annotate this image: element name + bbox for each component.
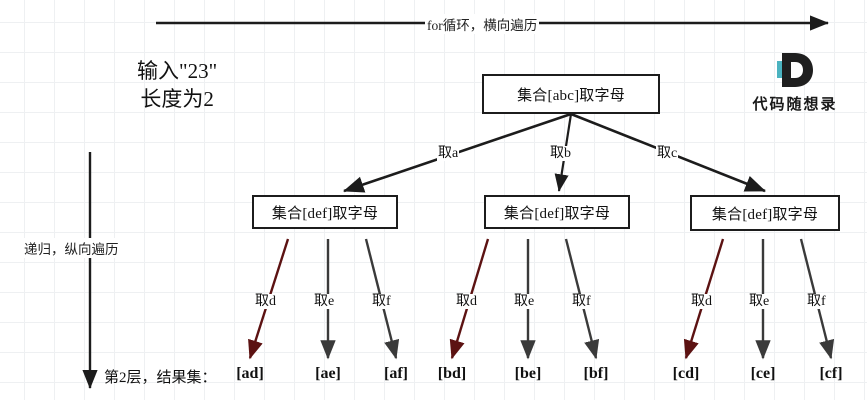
brand-name: 代码随想录 <box>752 97 838 113</box>
edge-label-take-e-1: 取e <box>313 294 336 310</box>
edge-label-take-e-3: 取e <box>748 294 771 310</box>
edge-label-take-d-2: 取d <box>455 294 478 310</box>
tree-node-level2-3[interactable]: 集合[def]取字母 <box>690 195 840 231</box>
result-item-ad: [ad] <box>236 365 264 382</box>
tree-node-level2-2-label: 集合[def]取字母 <box>503 205 611 222</box>
edge-label-take-f-1: 取f <box>371 294 392 310</box>
edge-label-take-d-3: 取d <box>690 294 713 310</box>
vertical-recursion-label: 递归，纵向遍历 <box>22 238 121 258</box>
result-item-bd: [bd] <box>437 365 467 382</box>
letter-d-logo-icon <box>773 50 817 90</box>
result-item-ae: [ae] <box>315 365 341 382</box>
tree-node-level2-3-label: 集合[def]取字母 <box>711 206 819 223</box>
edge-label-take-a: 取a <box>437 146 460 162</box>
tree-node-level2-1-label: 集合[def]取字母 <box>271 205 379 222</box>
input-note-line-1: 输入"23" <box>137 59 218 83</box>
horizontal-traversal-label: for循环，横向遍历 <box>425 14 540 34</box>
result-item-cf: [cf] <box>819 365 843 382</box>
edge-label-take-d-1: 取d <box>254 294 277 310</box>
edge-label-take-c: 取c <box>656 146 679 162</box>
result-item-bf: [bf] <box>583 365 609 382</box>
result-item-ce: [ce] <box>750 365 776 382</box>
results-caption: 第2层，结果集： <box>104 370 217 386</box>
edge-label-take-e-2: 取e <box>513 294 536 310</box>
input-note: 输入"23" 长度为2 <box>137 58 217 113</box>
edge-label-take-f-3: 取f <box>806 294 827 310</box>
tree-node-level2-2[interactable]: 集合[def]取字母 <box>484 195 630 229</box>
result-item-cd: [cd] <box>672 365 700 382</box>
brand-logo: 代码随想录 <box>735 50 855 114</box>
tree-node-root-label: 集合[abc]取字母 <box>517 87 625 104</box>
edge-label-take-b: 取b <box>549 146 572 162</box>
tree-node-level2-1[interactable]: 集合[def]取字母 <box>252 195 398 229</box>
tree-node-root[interactable]: 集合[abc]取字母 <box>482 74 660 114</box>
result-item-be: [be] <box>514 365 542 382</box>
result-item-af: [af] <box>384 365 408 382</box>
edge-label-take-f-2: 取f <box>571 294 592 310</box>
input-note-line-2: 长度为2 <box>140 86 214 111</box>
